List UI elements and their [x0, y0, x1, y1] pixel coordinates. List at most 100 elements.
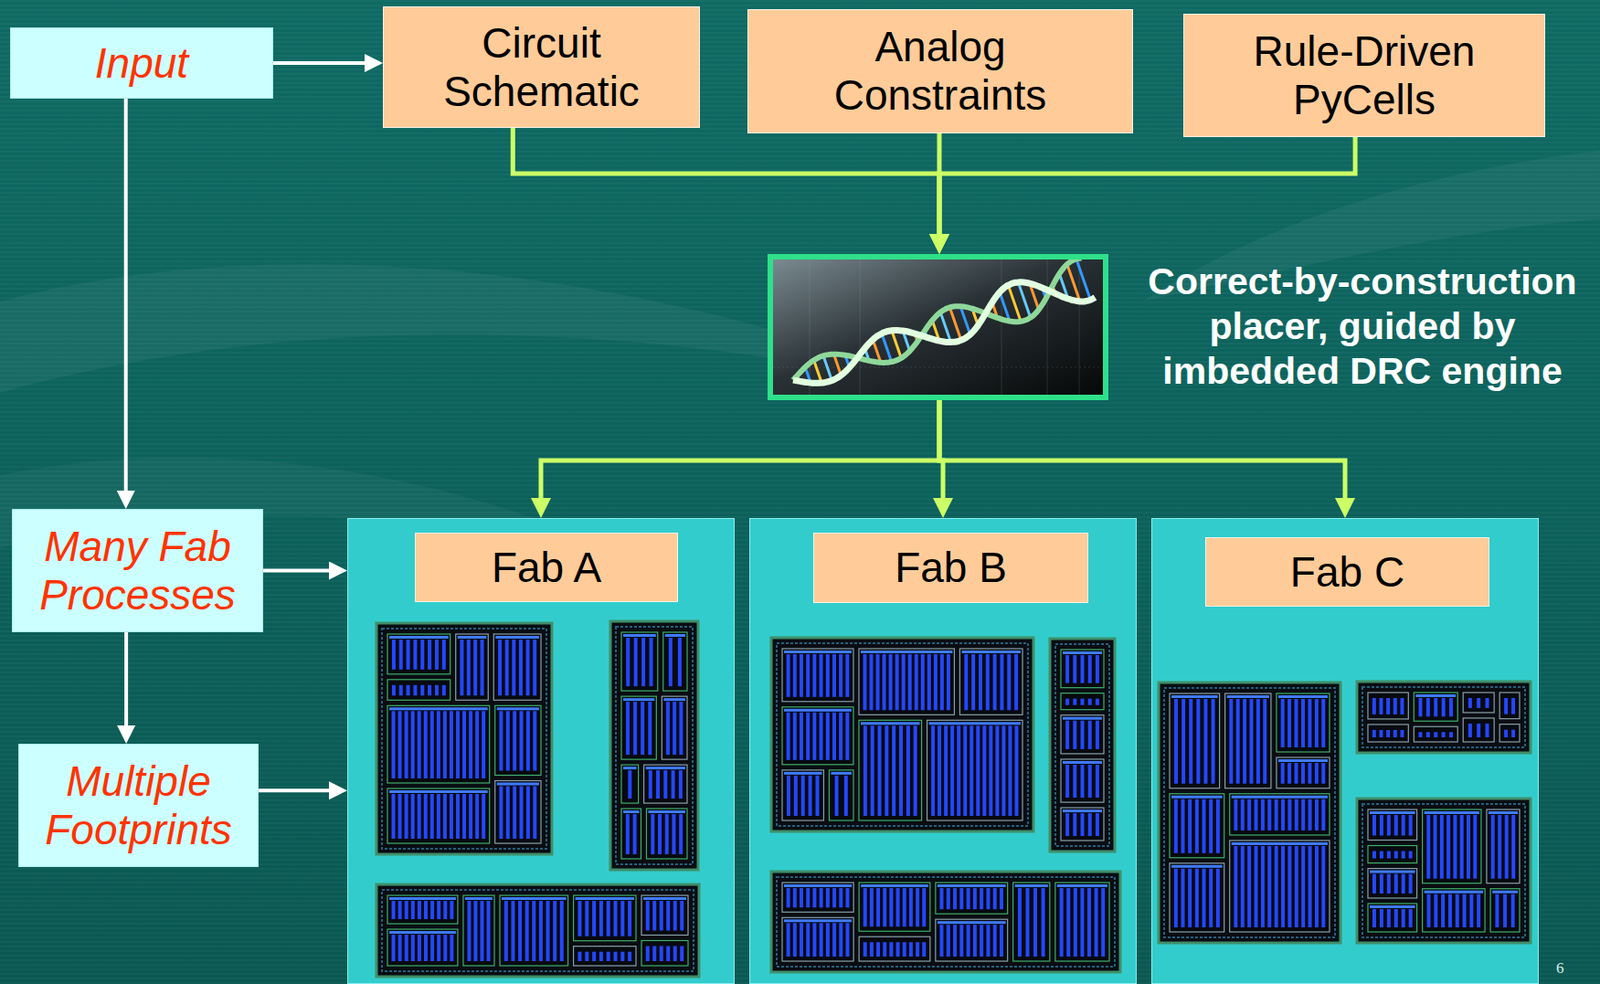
device-outline [1367, 809, 1418, 840]
layout-thumbnail [376, 623, 552, 855]
finger [404, 900, 409, 920]
finger [430, 934, 435, 962]
finger [939, 888, 944, 910]
device-outline [1060, 649, 1104, 689]
finger [1504, 815, 1509, 880]
finger [1433, 894, 1438, 928]
finger [462, 710, 467, 779]
finger [1041, 888, 1046, 957]
finger [939, 924, 944, 957]
guard-ring [776, 643, 1028, 827]
finger [531, 900, 536, 962]
device-outline [1367, 724, 1409, 742]
finger [826, 888, 830, 908]
finger [1281, 762, 1285, 785]
finger [1080, 655, 1085, 684]
device-outline [495, 705, 541, 775]
dna-rung [1007, 285, 1021, 322]
device-outline [499, 895, 569, 966]
finger [1476, 723, 1481, 738]
device-block [858, 648, 954, 715]
finger [1321, 699, 1325, 748]
finger [480, 639, 485, 696]
finger [1301, 799, 1305, 831]
device-block [495, 781, 541, 844]
metal-bar [961, 650, 1021, 654]
device-block [641, 940, 689, 966]
finger [1433, 815, 1438, 880]
finger [1476, 698, 1481, 709]
metal-bar [1062, 761, 1102, 764]
finger [466, 639, 471, 696]
device-block [573, 946, 636, 966]
layout-thumbnail [1356, 681, 1531, 753]
finger [1249, 699, 1253, 785]
metal-bar [389, 931, 456, 934]
guard-ring [1055, 644, 1110, 847]
device-block [661, 696, 688, 760]
finger [1503, 894, 1507, 928]
metal-bar [1227, 695, 1270, 699]
finger [1379, 815, 1384, 836]
metal-bar [1171, 865, 1223, 869]
finger [1066, 888, 1071, 957]
device-outline [1060, 715, 1104, 754]
fab-label: Fab C [1290, 548, 1405, 597]
finger [678, 701, 683, 755]
connector [540, 400, 940, 506]
finger [1080, 764, 1085, 798]
finger [1294, 699, 1299, 748]
finger [793, 654, 797, 698]
finger [915, 942, 920, 957]
finger [1254, 846, 1259, 928]
finger [1511, 730, 1516, 738]
finger [1208, 799, 1213, 854]
finger [473, 639, 477, 696]
device-outline [1422, 889, 1485, 933]
dna-rung [891, 330, 901, 359]
finger [487, 900, 491, 962]
finger [1308, 846, 1313, 928]
device-block [959, 648, 1023, 715]
finger [1511, 815, 1516, 880]
layout-thumbnail [1158, 682, 1341, 944]
finger [1426, 731, 1431, 738]
finger [1401, 909, 1406, 928]
finger [498, 639, 502, 696]
layout-thumbnail [610, 621, 699, 870]
finger [1387, 850, 1391, 859]
finger [1281, 846, 1285, 928]
finger [815, 775, 819, 816]
metal-bar [1057, 884, 1108, 888]
metal-bar [663, 698, 686, 701]
finger [459, 639, 464, 696]
layout-frame [771, 637, 1034, 832]
finger [985, 654, 990, 710]
finger [423, 794, 428, 839]
finger [1409, 850, 1413, 859]
device-block [621, 808, 641, 859]
metal-bar [860, 721, 921, 725]
device-block [782, 882, 854, 912]
device-outline [782, 648, 854, 702]
finger [902, 942, 907, 957]
layout-frame [771, 871, 1121, 973]
metal-bar [647, 810, 686, 814]
finger [1394, 874, 1399, 894]
finger [519, 786, 524, 839]
device-block [463, 895, 495, 966]
fab-label-box: Fab B [813, 532, 1089, 604]
finger [666, 945, 670, 962]
finger [884, 725, 889, 816]
device-outline [1490, 889, 1520, 933]
finger [546, 900, 551, 962]
finger [420, 639, 424, 670]
device-block [858, 936, 931, 962]
dna-rung [823, 355, 832, 381]
finger [1511, 698, 1516, 715]
device-block [1367, 692, 1409, 720]
finger [913, 725, 918, 816]
finger [498, 786, 503, 839]
finger [532, 786, 537, 839]
finger [966, 888, 971, 910]
